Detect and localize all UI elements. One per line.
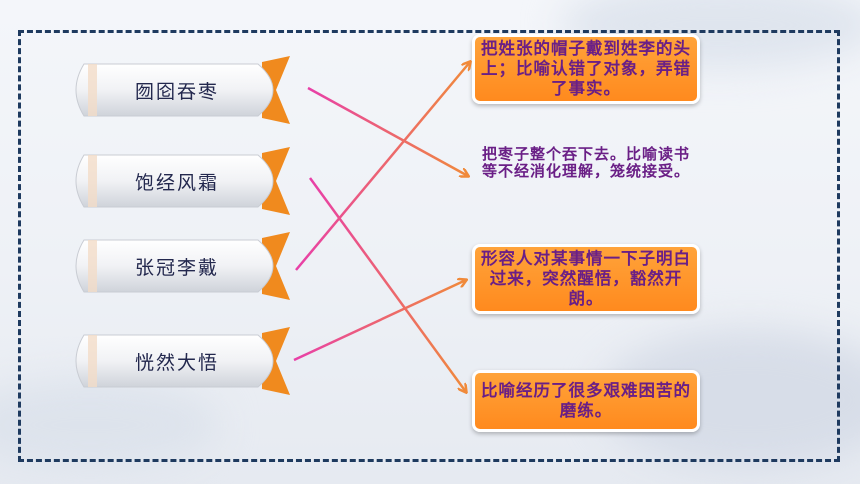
meaning-text: 把枣子整个吞下去。比喻读书等不经消化理解，笼统接受。 (481, 145, 690, 180)
idiom-label: 饱经风霜 (134, 171, 219, 194)
arrow-line (293, 280, 466, 362)
idiom-label: 恍然大悟 (134, 351, 219, 374)
arrow-line (307, 86, 468, 176)
rocket-shape (75, 327, 290, 395)
arrow-line (295, 62, 470, 271)
meaning-box-1[interactable]: 把姓张的帽子戴到姓李的头上；比喻认错了对象，弄错了事实。 (472, 34, 700, 104)
idiom-label: 张冠李戴 (134, 256, 219, 279)
dashed-frame (18, 30, 840, 462)
meaning-box-2[interactable]: 把枣子整个吞下去。比喻读书等不经消化理解，笼统接受。 (472, 144, 700, 192)
idiom-card-3[interactable]: 张冠李戴 (62, 230, 302, 302)
idiom-card-1[interactable]: 囫囵吞枣 (62, 54, 302, 126)
background-mist (0, 380, 220, 470)
meaning-text: 比喻经历了很多艰难困苦的磨练。 (481, 381, 691, 420)
meaning-text: 把姓张的帽子戴到姓李的头上；比喻认错了对象，弄错了事实。 (481, 39, 691, 98)
meaning-box-4[interactable]: 比喻经历了很多艰难困苦的磨练。 (472, 370, 700, 432)
meaning-box-3[interactable]: 形容人对某事情一下子明白过来，突然醒悟，豁然开朗。 (472, 244, 700, 314)
idiom-card-4[interactable]: 恍然大悟 (62, 325, 302, 397)
idiom-card-2[interactable]: 饱经风霜 (62, 145, 302, 217)
rocket-shape (75, 232, 290, 300)
rocket-shape (75, 56, 290, 124)
idiom-label: 囫囵吞枣 (134, 80, 219, 103)
meaning-text: 形容人对某事情一下子明白过来，突然醒悟，豁然开朗。 (481, 249, 691, 308)
rocket-shape (75, 147, 290, 215)
arrow-line (308, 177, 466, 392)
